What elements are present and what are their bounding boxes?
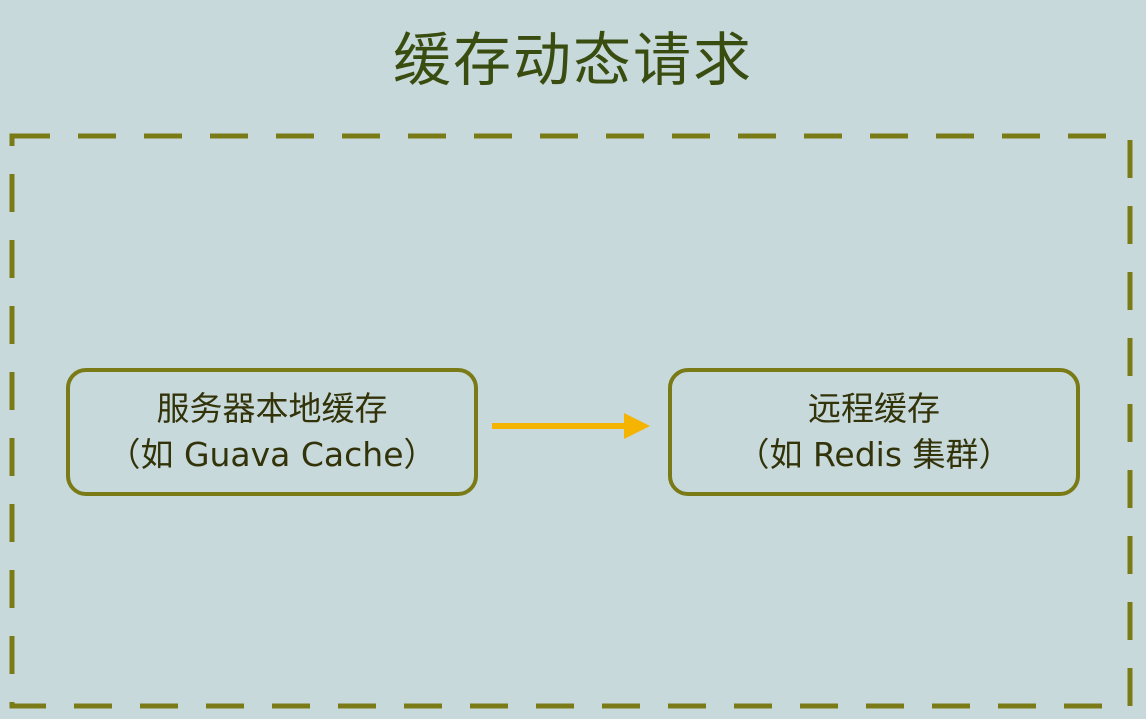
dashed-boundary xyxy=(9,133,1133,709)
node-local-cache-line2: （如 Guava Cache） xyxy=(107,435,437,474)
node-local-cache: 服务器本地缓存 （如 Guava Cache） xyxy=(66,368,478,496)
node-remote-cache-line2: （如 Redis 集群） xyxy=(736,435,1012,474)
page-title: 缓存动态请求 xyxy=(392,26,753,94)
flow-arrow-head xyxy=(624,413,650,439)
node-local-cache-line1: 服务器本地缓存 xyxy=(156,389,388,428)
node-remote-cache-line1: 远程缓存 xyxy=(808,389,940,428)
node-remote-cache: 远程缓存 （如 Redis 集群） xyxy=(668,368,1080,496)
